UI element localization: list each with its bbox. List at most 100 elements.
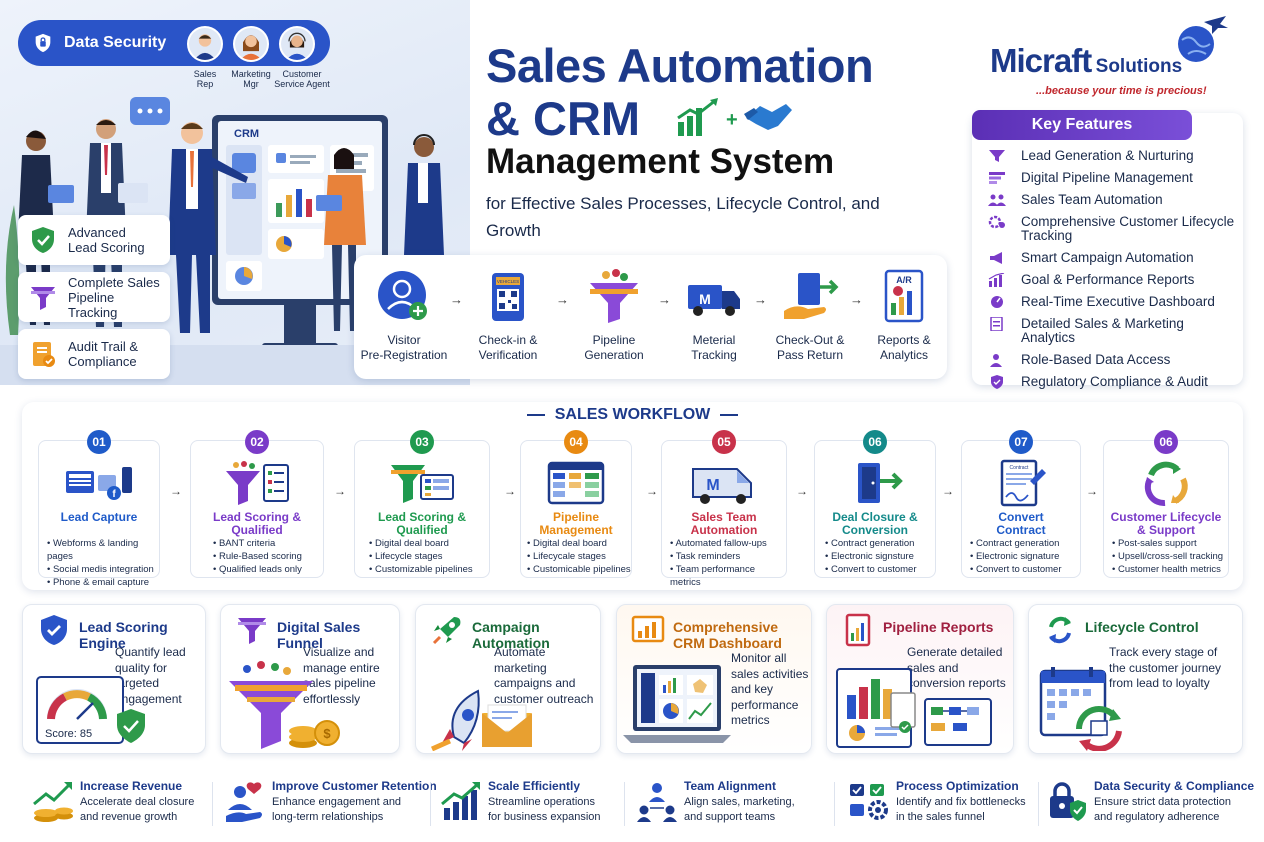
score-gauge-illustration: Score: 85 — [36, 676, 145, 744]
data-security-label: Data Security — [64, 34, 167, 51]
process-arrow-icon: → — [754, 292, 767, 307]
data-security-badge: Data Security — [18, 20, 330, 66]
funnel-icon — [590, 269, 638, 323]
svg-text:Contract: Contract — [1010, 465, 1030, 471]
pipeline-icon — [989, 172, 1005, 184]
shield-lock-icon — [35, 33, 51, 53]
benefit-process-optimization: Process Optimization Identify and fix bo… — [848, 772, 1040, 836]
benefit-title: Data Security & Compliance — [1094, 779, 1255, 793]
shield-check-icon — [32, 227, 54, 253]
workflow-step-lead-scoring: 02 Lead Scoring &Qualified BANT criteria… — [190, 430, 324, 578]
customer-service-avatar — [279, 26, 315, 62]
revenue-growth-icon — [33, 782, 73, 822]
key-feature-item: Digital Pipeline Management — [988, 171, 1238, 185]
key-feature-item: Goal & Performance Reports — [988, 273, 1238, 287]
benefit-data-security: Data Security & Compliance Ensure strict… — [1046, 772, 1254, 836]
padlock-shield-icon — [1050, 782, 1086, 821]
heart-hand-icon — [226, 782, 262, 822]
reports-documents-illustration — [836, 668, 992, 748]
workflow-arrow-icon: → — [334, 484, 346, 498]
compliance-shield-icon — [991, 375, 1003, 389]
card-advanced-lead-scoring: Advanced Lead Scoring — [18, 215, 170, 265]
funnel-icon — [238, 618, 266, 644]
shield-check-icon — [41, 615, 67, 645]
workflow-step-lead-qualified: 03 Lead Scoring &Qualified Digital deal … — [354, 430, 490, 578]
process-step-reports-analytics: A/R Reports &Analytics — [854, 267, 954, 363]
step-bullets: Post-sales supportUpsell/cross-sell trac… — [1112, 537, 1223, 576]
benefit-customer-retention: Improve Customer Retention Enhance engag… — [224, 772, 437, 836]
brand-name-sub: Solutions — [1095, 56, 1183, 77]
svg-text:A/R: A/R — [896, 275, 912, 285]
exit-door-hand-icon — [784, 273, 839, 319]
step-bullets: Webforms & landing pagesSocial medis int… — [47, 537, 159, 589]
cycle-arrows-icon — [1049, 616, 1071, 644]
lifecycle-arrows-icon — [1144, 461, 1188, 507]
workflow-arrow-icon: → — [504, 484, 516, 498]
report-chart-icon — [845, 613, 871, 647]
key-feature-item: Comprehensive Customer Lifecycle Trackin… — [988, 215, 1238, 243]
benefit-title: Increase Revenue — [80, 779, 183, 793]
lead-generation-icon — [989, 150, 1005, 162]
step-number: 07 — [1009, 430, 1033, 454]
svg-text:f: f — [112, 489, 116, 500]
sales-workflow-panel: SALES WORKFLOW 01 f Lead Capture Webform… — [22, 402, 1243, 590]
benefit-divider — [430, 782, 431, 826]
key-feature-item: Lead Generation & Nurturing — [988, 149, 1238, 163]
key-feature-item: Role-Based Data Access — [988, 353, 1238, 367]
key-feature-item: Sales Team Automation — [988, 193, 1238, 207]
benefit-title: Process Optimization — [896, 779, 1019, 793]
step-number: 01 — [87, 430, 111, 454]
calendar-cycle-illustration — [1039, 667, 1122, 751]
svg-text:M: M — [706, 477, 719, 494]
step-number: 06 — [863, 430, 887, 454]
step-number: 05 — [712, 430, 736, 454]
workflow-arrow-icon: → — [942, 484, 954, 498]
benefit-divider — [624, 782, 625, 826]
module-title: Digital Sales Funnel — [277, 619, 361, 651]
workflow-arrow-icon: → — [796, 484, 808, 498]
process-arrow-icon: → — [658, 292, 671, 307]
process-step-check-in: VEHICLES Check-in &Verification — [458, 267, 558, 363]
step-bullets: Digital deal boardLifecycale stagesCusto… — [527, 537, 631, 576]
key-features-list: Lead Generation & Nurturing Digital Pipe… — [988, 149, 1238, 397]
module-title: Pipeline Reports — [883, 619, 994, 635]
card-label: Audit Trail & Compliance — [68, 339, 139, 369]
step-name: Customer Lifecycle& Support — [1110, 510, 1222, 537]
workflow-step-lead-capture: 01 f Lead Capture Webforms & landing pag… — [38, 430, 160, 588]
screen-crm-label: CRM — [234, 128, 259, 140]
score-label: Score: 85 — [45, 728, 92, 740]
qr-badge-icon: VEHICLES — [492, 273, 524, 321]
megaphone-icon — [990, 252, 1002, 264]
card-sales-pipeline: Complete Sales Pipeline Tracking — [18, 272, 170, 322]
step-number: 06 — [1154, 430, 1178, 454]
step-name: Lead Scoring &Qualified — [212, 510, 301, 537]
benefit-divider — [212, 782, 213, 826]
workflow-step-deal-closure: 06 Deal Closure &Conversion Contract gen… — [814, 430, 936, 578]
title-line-2: & CRM — [486, 92, 641, 145]
growth-chart-icon — [441, 782, 480, 820]
bar-chart-icon — [988, 273, 1005, 287]
growth-handshake-icon: + — [677, 98, 792, 136]
step-bullets: Contract generationElectronic signatureC… — [970, 537, 1062, 576]
analytics-report-icon — [990, 317, 1003, 331]
step-bullets: Contract generationElectronic signstureC… — [825, 537, 917, 576]
